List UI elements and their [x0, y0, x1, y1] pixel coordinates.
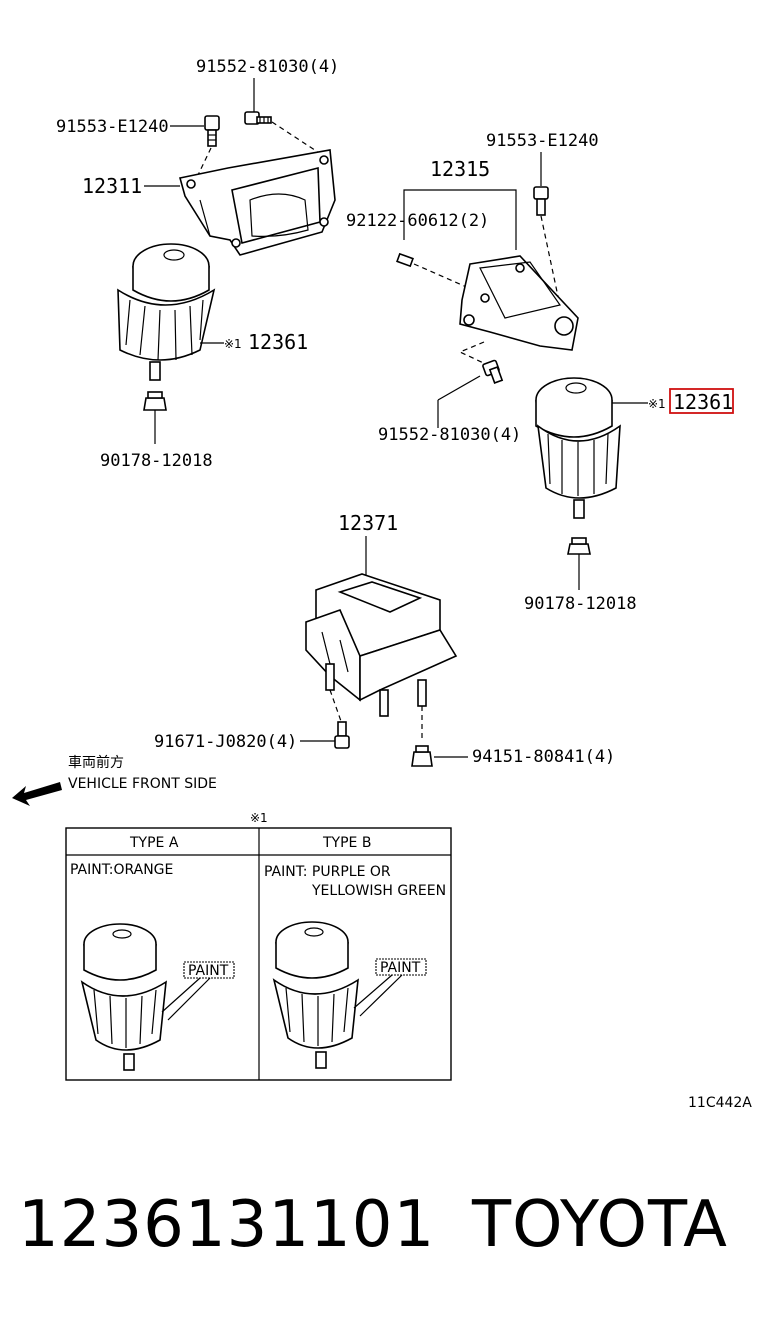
rear-mount-12371-icon [305, 573, 458, 717]
mark-mount-left: ※1 [224, 337, 242, 351]
mount-type-b-icon [272, 921, 359, 1069]
label-nut-rear: 94151-80841(4) [472, 747, 615, 767]
label-bracket-left: 12311 [82, 174, 142, 198]
nut-right-icon [567, 537, 591, 555]
label-mount-left: 12361 [248, 330, 308, 354]
label-bolt-right-lower: 91552-81030(4) [378, 425, 521, 445]
label-stud-right: 92122-60612(2) [346, 211, 489, 231]
label-bolt-left: 91553-E1240 [56, 117, 169, 137]
arrow-left-icon [12, 782, 62, 806]
type-b-header: TYPE B [322, 835, 371, 851]
bolt-top-left-group[interactable]: 91552-81030(4) [196, 57, 339, 161]
rear-mount-group[interactable]: 12371 [305, 511, 458, 742]
paint-b-line2: YELLOWISH GREEN [311, 883, 446, 899]
mount-type-a-icon [80, 923, 167, 1071]
paint-tag-b: PAINT [380, 960, 421, 976]
bolt-right-lower-icon [482, 359, 504, 384]
label-front-en: VEHICLE FRONT SIDE [68, 776, 217, 792]
label-nut-right: 90178-12018 [524, 594, 637, 614]
nut-rear-group[interactable]: 94151-80841(4) [411, 745, 615, 767]
nut-right-group[interactable]: 90178-12018 [524, 537, 637, 614]
bolt-right-group[interactable]: 91553-E1240 [486, 131, 599, 321]
label-bolt-rear: 91671-J0820(4) [154, 732, 297, 752]
bolt-rear-group[interactable]: 91671-J0820(4) [154, 721, 350, 752]
paint-b-line1: PAINT: PURPLE OR [264, 864, 391, 880]
paint-tag-a: PAINT [188, 963, 229, 979]
engine-mount-right-icon [535, 377, 621, 519]
mark-mount-right: ※1 [648, 397, 666, 411]
bolt-rear-icon [334, 721, 350, 749]
part-number: 1236131101 [18, 1188, 436, 1262]
bracket-12311-icon [179, 149, 336, 256]
mount-right-group[interactable]: ※1 12361 [535, 377, 734, 519]
brand-name: TOYOTA [472, 1188, 728, 1262]
type-table: ※1 TYPE A TYPE B PAINT:ORANGE PAINT: PUR… [65, 811, 452, 1081]
nut-rear-icon [411, 745, 433, 767]
vehicle-front-group: 車両前方 VEHICLE FRONT SIDE [12, 754, 217, 806]
nut-left-group[interactable]: 90178-12018 [100, 391, 213, 471]
label-bolt-right: 91553-E1240 [486, 131, 599, 151]
bolt-right-lower-group[interactable]: 91552-81030(4) [378, 341, 521, 445]
mount-left-group[interactable]: ※1 12361 [117, 243, 308, 381]
nut-left-icon [143, 391, 167, 411]
bolt-right-icon [533, 186, 549, 216]
label-bolt-top: 91552-81030(4) [196, 57, 339, 77]
label-rear-mount: 12371 [338, 511, 398, 535]
label-bracket-right: 12315 [430, 157, 490, 181]
bolt-91553-icon [204, 115, 220, 147]
bolt-91552-icon [244, 111, 272, 125]
stud-right-icon [396, 252, 414, 268]
bracket-12315-icon [459, 255, 579, 351]
table-mark: ※1 [250, 811, 268, 825]
diagram-code: 11C442A [688, 1095, 752, 1111]
type-a-header: TYPE A [129, 835, 179, 851]
paint-a: PAINT:ORANGE [70, 862, 173, 878]
label-mount-right: 12361 [673, 390, 733, 414]
label-nut-left: 90178-12018 [100, 451, 213, 471]
bracket-left-group[interactable]: 12311 [82, 149, 336, 256]
label-front-jp: 車両前方 [68, 754, 124, 771]
engine-mount-left-icon [117, 243, 216, 381]
highlight-box [669, 388, 734, 414]
bolt-left-group[interactable]: 91553-E1240 [56, 115, 220, 176]
bracket-right-group[interactable]: 12315 92122-60612(2) [346, 157, 579, 351]
